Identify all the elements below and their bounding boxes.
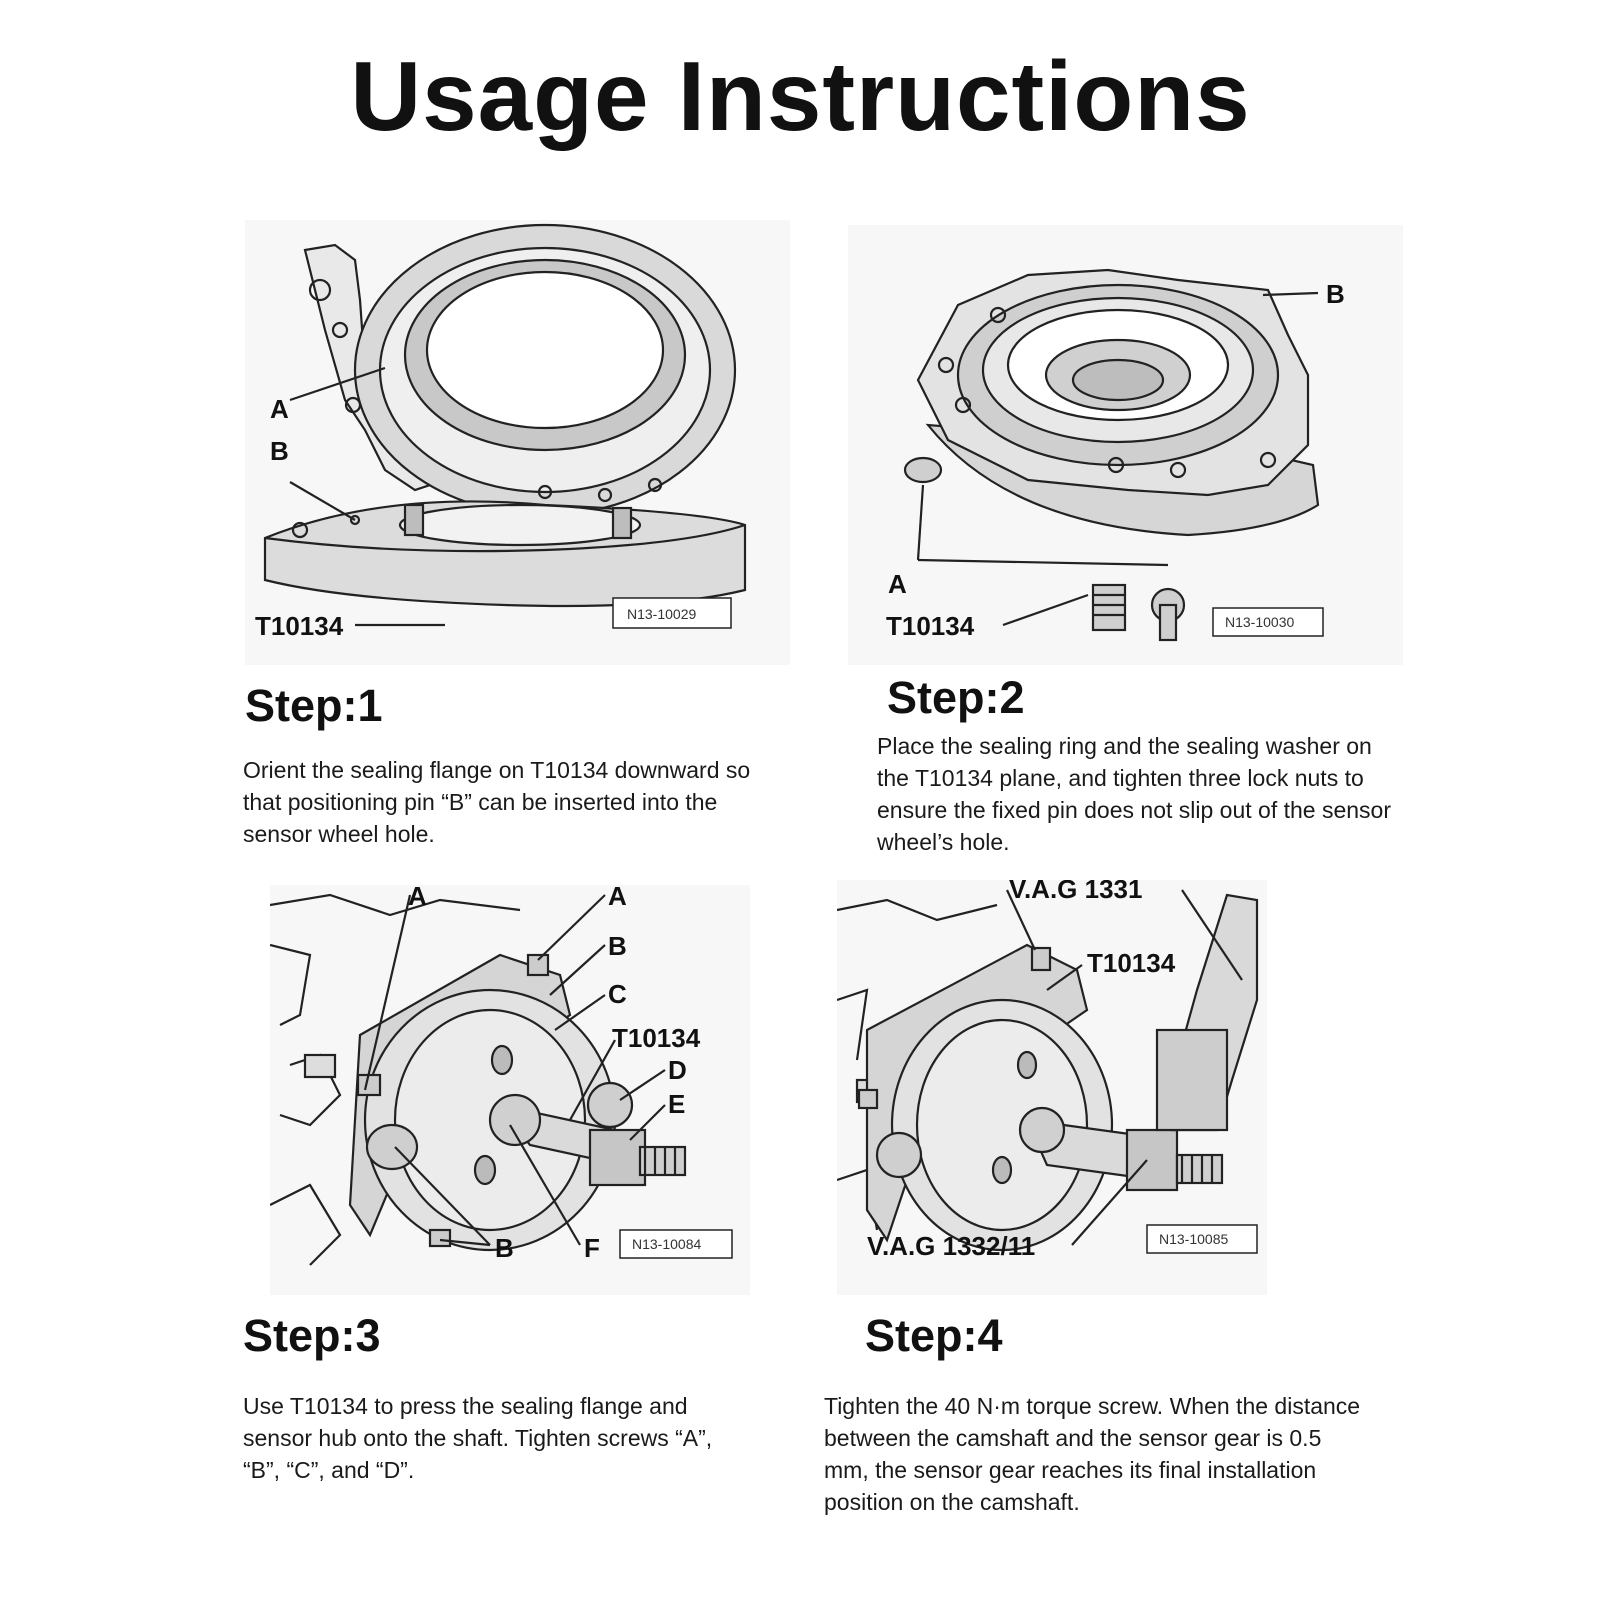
step-4-illustration: V.A.G 1331 T10134 V.A.G 1332/11 N13-1008… xyxy=(837,880,1267,1295)
step-2-heading: Step:2 xyxy=(887,672,1025,723)
figure-label: A xyxy=(888,569,907,599)
figure-code: N13-10030 xyxy=(1225,614,1294,630)
figure-label: F xyxy=(584,1233,600,1263)
figure-label: B xyxy=(495,1233,514,1263)
step-3-illustration: A A B C T10134 D E B F N13-10084 xyxy=(270,885,750,1295)
figure-label: T10134 xyxy=(886,611,975,641)
figure-label: A xyxy=(608,885,627,911)
step-1-illustration: A B T10134 N13-10029 xyxy=(245,220,790,665)
step-3-description: Use T10134 to press the sealing flange a… xyxy=(243,1393,713,1483)
page-title: Usage Instructions xyxy=(350,41,1251,151)
figure-label: A xyxy=(270,394,289,424)
figure-label: T10134 xyxy=(612,1023,701,1053)
step-1-heading: Step:1 xyxy=(245,680,383,731)
figure-label: C xyxy=(608,979,627,1009)
step-4-heading: Step:4 xyxy=(865,1310,1003,1361)
figure-label: A xyxy=(408,885,427,911)
figure-label: V.A.G 1331 xyxy=(1009,880,1142,904)
step-2-description: Place the sealing ring and the sealing w… xyxy=(877,733,1391,855)
figure-code: N13-10085 xyxy=(1159,1231,1228,1247)
figure-code: N13-10029 xyxy=(627,606,696,622)
figure-label: T10134 xyxy=(1087,948,1176,978)
figure-label: B xyxy=(608,931,627,961)
step-2-illustration: B A T10134 N13-10030 xyxy=(848,225,1403,665)
figure-label: B xyxy=(1326,279,1345,309)
figure-label: V.A.G 1332/11 xyxy=(867,1231,1035,1261)
figure-label: T10134 xyxy=(255,611,344,641)
figure-code: N13-10084 xyxy=(632,1236,701,1252)
step-3-heading: Step:3 xyxy=(243,1310,381,1361)
figure-label: D xyxy=(668,1055,687,1085)
step-1-description: Orient the sealing flange on T10134 down… xyxy=(243,757,751,847)
step-4-description: Tighten the 40 N·m torque screw. When th… xyxy=(824,1393,1361,1515)
figure-label: B xyxy=(270,436,289,466)
figure-label: E xyxy=(668,1089,685,1119)
